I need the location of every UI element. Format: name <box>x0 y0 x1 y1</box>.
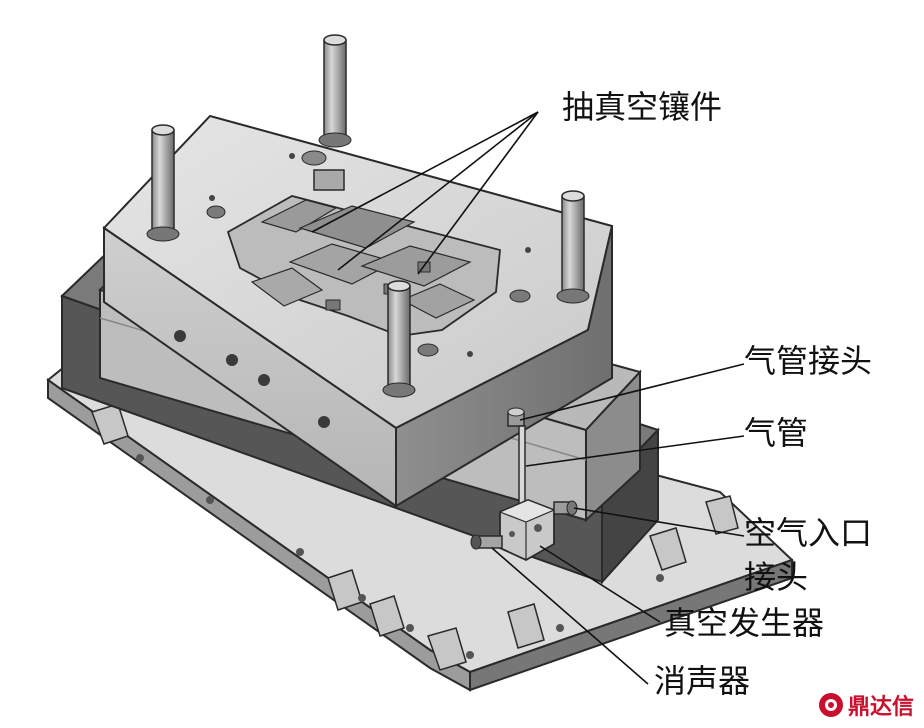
air-inlet-fitting <box>553 500 578 516</box>
air-pipe <box>518 425 526 513</box>
label-air-inlet-line2: 接头 <box>744 558 809 596</box>
air-pipe-fitting <box>507 407 525 427</box>
guide-pin-back <box>318 34 352 148</box>
label-vacuum-insert: 抽真空镶件 <box>562 88 723 126</box>
silencer <box>470 534 503 550</box>
label-silencer: 消声器 <box>654 662 751 700</box>
front-face-bolts <box>174 330 330 428</box>
guide-pin-right <box>556 190 590 304</box>
vacuum-generator <box>498 499 556 562</box>
brand-watermark-text: 鼎达信 <box>848 695 915 720</box>
label-air-pipe-fitting: 气管接头 <box>744 342 873 380</box>
label-vacuum-generator: 真空发生器 <box>664 604 825 642</box>
guide-pin-front <box>382 280 416 398</box>
leader-lines <box>311 111 745 685</box>
base-plate-holes <box>136 454 664 659</box>
label-air-pipe: 气管 <box>744 414 809 452</box>
brand-watermark: 鼎达信 <box>818 690 914 720</box>
clamp-blocks <box>91 403 739 671</box>
label-air-inlet-line1: 空气入口 <box>744 514 873 552</box>
guide-pin-left <box>146 124 180 242</box>
brand-logo-icon <box>819 693 843 717</box>
vacuum-insert-area <box>226 195 501 337</box>
top-plate-fittings <box>206 150 531 357</box>
